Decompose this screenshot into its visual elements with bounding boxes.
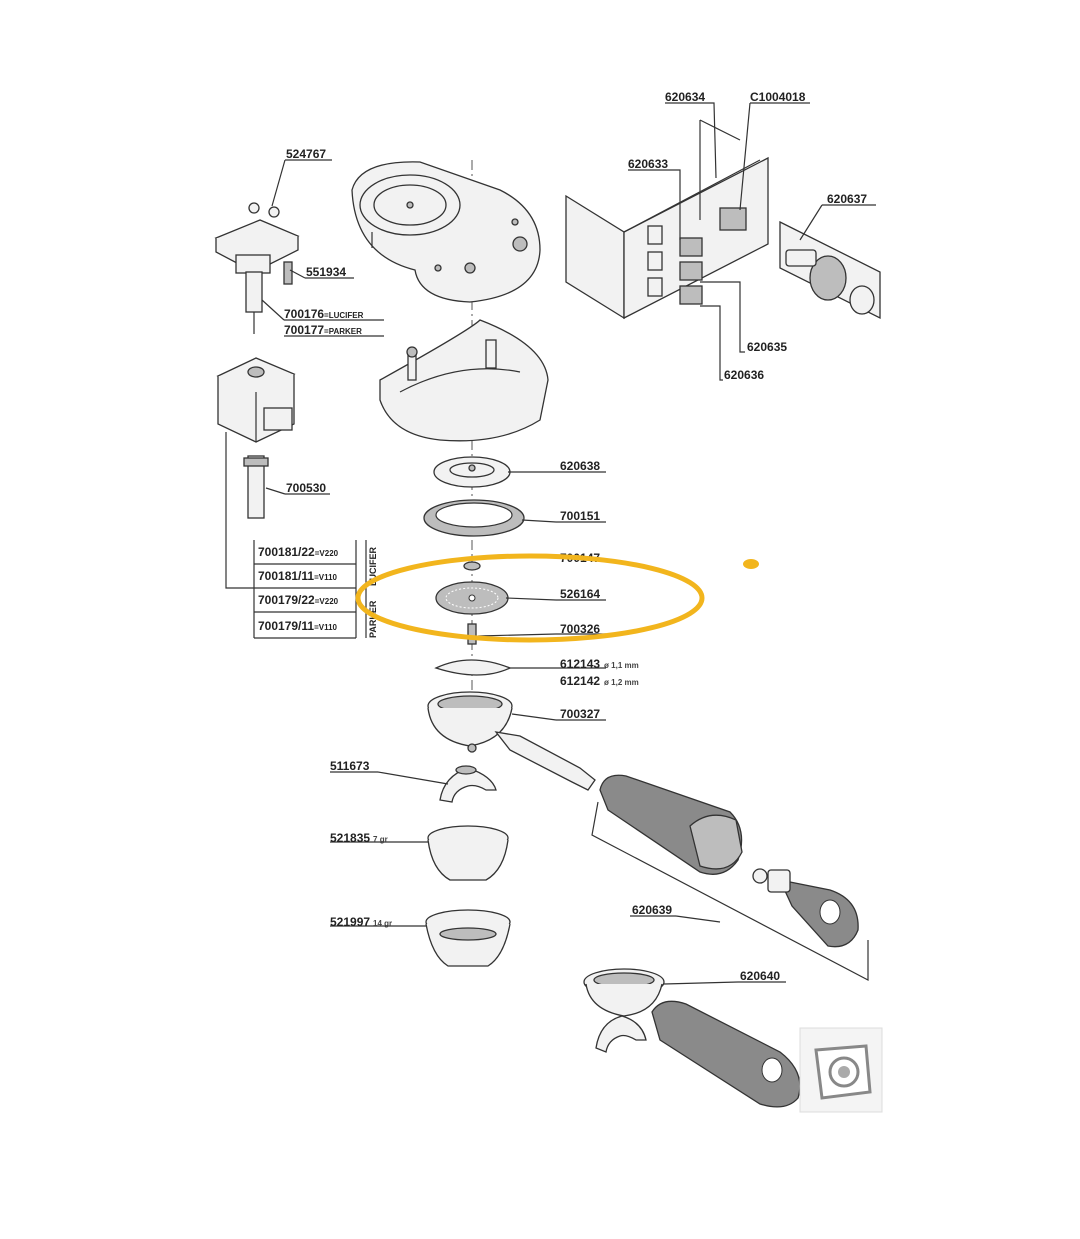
portafilter-620640-part	[583, 968, 801, 1108]
label-526164: 526164	[560, 587, 600, 601]
label-620639: 620639	[632, 903, 672, 917]
label-c1004018: C1004018	[750, 90, 806, 104]
part-labels: 620634 C1004018 620633 620637 620635 620…	[284, 90, 867, 983]
gasket-620638-part	[433, 456, 511, 488]
label-700326: 700326	[560, 622, 600, 636]
label-511673: 511673	[330, 759, 370, 773]
highlight-ellipse	[355, 553, 705, 643]
ring-612143-part	[434, 659, 512, 676]
label-620640: 620640	[740, 969, 780, 983]
basket-521997-part	[425, 909, 511, 967]
label-524767: 524767	[286, 147, 326, 161]
label-620637: 620637	[827, 192, 867, 206]
switch-620637-part	[779, 220, 881, 320]
solenoid-bracket-line	[225, 432, 254, 589]
table-group-lucifer: LUCIFER	[368, 547, 378, 586]
label-620638: 620638	[560, 459, 600, 473]
label-620633: 620633	[628, 157, 668, 171]
solenoid-valve-part	[214, 202, 300, 519]
spout-511673-part	[439, 765, 497, 803]
label-620636: 620636	[724, 368, 764, 382]
screw-700147-part	[463, 561, 481, 571]
shower-screen-526164-part	[435, 581, 509, 615]
table-row-3: 700179/22=V220	[258, 593, 339, 607]
label-551934: 551934	[306, 265, 346, 279]
label-620634: 620634	[665, 90, 705, 104]
basket-521835-part	[427, 825, 509, 881]
handle-620639-part	[591, 774, 869, 981]
table-row-4: 700179/11=V110	[258, 619, 338, 633]
label-700177: 700177=PARKER	[284, 323, 362, 337]
electrical-box-part	[565, 119, 769, 320]
shroud-part	[379, 319, 549, 442]
solenoid-variant-table: 700181/22=V220 700181/11=V110 700179/22=…	[253, 540, 378, 639]
group-head-part	[351, 161, 541, 303]
label-620635: 620635	[747, 340, 787, 354]
label-700530: 700530	[286, 481, 326, 495]
label-700176: 700176=LUCIFER	[284, 307, 364, 321]
table-row-2: 700181/11=V110	[258, 569, 338, 583]
portafilter-700327-part	[427, 691, 596, 791]
table-group-parker: PARKER	[368, 600, 378, 638]
seal-700151-part	[423, 499, 525, 537]
label-700151: 700151	[560, 509, 600, 523]
highlight-dot	[743, 559, 759, 569]
label-700327: 700327	[560, 707, 600, 721]
leader-lines	[261, 102, 876, 985]
table-row-1: 700181/22=V220	[258, 545, 339, 559]
watermark-stamp	[799, 1027, 883, 1113]
screw-700326-part	[467, 623, 477, 645]
